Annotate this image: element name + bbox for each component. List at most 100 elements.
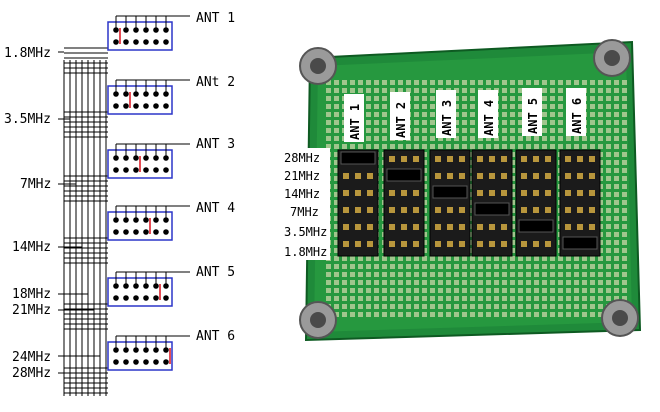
- pad: [510, 128, 515, 133]
- pad: [598, 296, 603, 301]
- pad: [598, 256, 603, 261]
- pad: [326, 104, 331, 109]
- pad: [614, 240, 619, 245]
- pin-header-column: [559, 149, 601, 257]
- pad: [550, 144, 555, 149]
- pad: [422, 96, 427, 101]
- pad: [326, 280, 331, 285]
- pad: [454, 256, 459, 261]
- pad: [598, 104, 603, 109]
- pad: [558, 280, 563, 285]
- header-pin: [367, 241, 373, 247]
- pad: [414, 80, 419, 85]
- pad: [358, 280, 363, 285]
- pad: [390, 296, 395, 301]
- pin-dot: [143, 283, 149, 289]
- pad: [622, 104, 627, 109]
- pad: [414, 88, 419, 93]
- pin-header-column: [515, 149, 557, 257]
- pad: [390, 312, 395, 317]
- pad: [526, 288, 531, 293]
- pad: [542, 104, 547, 109]
- pad: [582, 264, 587, 269]
- pad: [606, 176, 611, 181]
- pad: [430, 120, 435, 125]
- pin-dot: [143, 217, 149, 223]
- pad: [494, 288, 499, 293]
- header-outline: [107, 277, 173, 307]
- pad: [614, 280, 619, 285]
- pin-dot: [143, 167, 149, 173]
- pad: [374, 88, 379, 93]
- pad: [574, 304, 579, 309]
- pad: [590, 272, 595, 277]
- pad: [550, 88, 555, 93]
- header-pin: [401, 224, 407, 230]
- schematic-ant-label: ANT 3: [196, 137, 235, 152]
- pad: [446, 264, 451, 269]
- header-pin: [589, 190, 595, 196]
- pad: [526, 136, 531, 141]
- pad: [518, 264, 523, 269]
- header-outline: [107, 341, 173, 371]
- pad: [414, 144, 419, 149]
- pad: [622, 136, 627, 141]
- pad: [422, 136, 427, 141]
- pad: [414, 136, 419, 141]
- pad: [550, 120, 555, 125]
- photo-band-label: 1.8MHz: [284, 245, 327, 259]
- pad: [502, 120, 507, 125]
- pad: [542, 312, 547, 317]
- standoff: [601, 299, 639, 337]
- pad: [494, 264, 499, 269]
- pad: [334, 280, 339, 285]
- pad: [462, 312, 467, 317]
- pad: [358, 80, 363, 85]
- header-pin: [435, 224, 441, 230]
- header-pin: [355, 241, 361, 247]
- pad: [558, 120, 563, 125]
- pad: [534, 280, 539, 285]
- pad: [462, 144, 467, 149]
- pad: [358, 312, 363, 317]
- pad: [542, 80, 547, 85]
- pad: [358, 288, 363, 293]
- pin-dot: [133, 167, 139, 173]
- jumper-cap: [340, 151, 376, 165]
- pin-dot: [143, 39, 149, 45]
- pad: [334, 224, 339, 229]
- pad: [566, 256, 571, 261]
- pad: [406, 288, 411, 293]
- pad: [374, 80, 379, 85]
- pad: [374, 312, 379, 317]
- pad: [342, 312, 347, 317]
- pin-dot: [133, 229, 139, 235]
- pad: [606, 288, 611, 293]
- header-pin: [565, 207, 571, 213]
- pad: [382, 120, 387, 125]
- header-pin: [355, 173, 361, 179]
- pad: [398, 80, 403, 85]
- pad: [366, 304, 371, 309]
- pad: [454, 136, 459, 141]
- pad: [622, 280, 627, 285]
- pad: [454, 104, 459, 109]
- pad: [350, 264, 355, 269]
- pad: [590, 296, 595, 301]
- header-pin: [489, 241, 495, 247]
- header-pin: [401, 241, 407, 247]
- pad: [614, 120, 619, 125]
- pad: [382, 304, 387, 309]
- pin-dot: [163, 167, 169, 173]
- pad: [470, 96, 475, 101]
- pad: [366, 128, 371, 133]
- pad: [438, 312, 443, 317]
- standoff: [299, 47, 337, 85]
- header-outline: [107, 211, 173, 241]
- schematic-band-label: 21MHz: [12, 303, 51, 318]
- pin-dot: [113, 167, 119, 173]
- pad: [406, 296, 411, 301]
- header-pin: [343, 224, 349, 230]
- pad: [622, 168, 627, 173]
- photo-band-label: 14MHz: [284, 187, 320, 201]
